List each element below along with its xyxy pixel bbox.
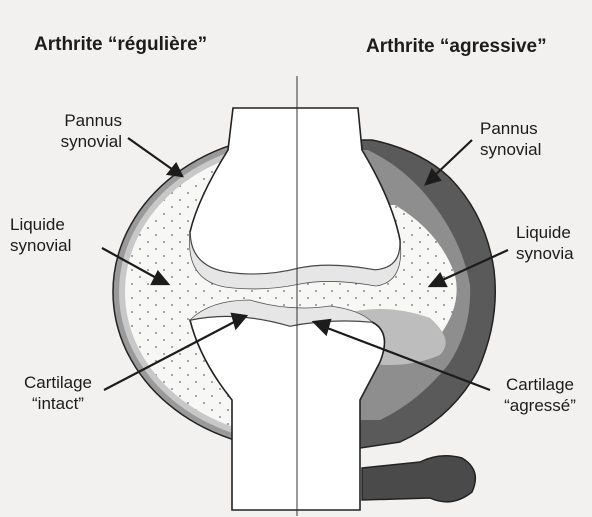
right-pannus-line2: synovial [480,139,541,160]
right-cartilage-line2: “agressé” [492,395,588,416]
right-liquide-line1: Liquide [516,222,574,243]
arrow-right-pannus [432,140,472,178]
left-liquide-line1: Liquide [10,214,71,235]
left-liquide-label: Liquide synovial [10,214,71,256]
right-cartilage-label: Cartilage “agressé” [492,374,588,416]
left-liquide-line2: synovial [10,235,71,256]
left-cartilage-line2: “intact” [8,393,108,414]
arrow-left-pannus [128,138,176,172]
left-pannus-line2: synovial [30,131,122,152]
right-cartilage-line1: Cartilage [492,374,588,395]
right-liquide-label: Liquide synovia [516,222,574,264]
right-liquide-line2: synovia [516,243,574,264]
upper-bone [190,108,400,274]
fibula [362,456,475,502]
left-cartilage-line1: Cartilage [8,372,108,393]
title-aggressive-arthritis: Arthrite “agressive” [366,36,547,58]
title-regular-arthritis: Arthrite “régulière” [34,34,207,56]
right-pannus-line1: Pannus [480,118,541,139]
left-pannus-line1: Pannus [30,110,122,131]
right-pannus-label: Pannus synovial [480,118,541,160]
left-cartilage-label: Cartilage “intact” [8,372,108,414]
left-pannus-label: Pannus synovial [30,110,122,152]
